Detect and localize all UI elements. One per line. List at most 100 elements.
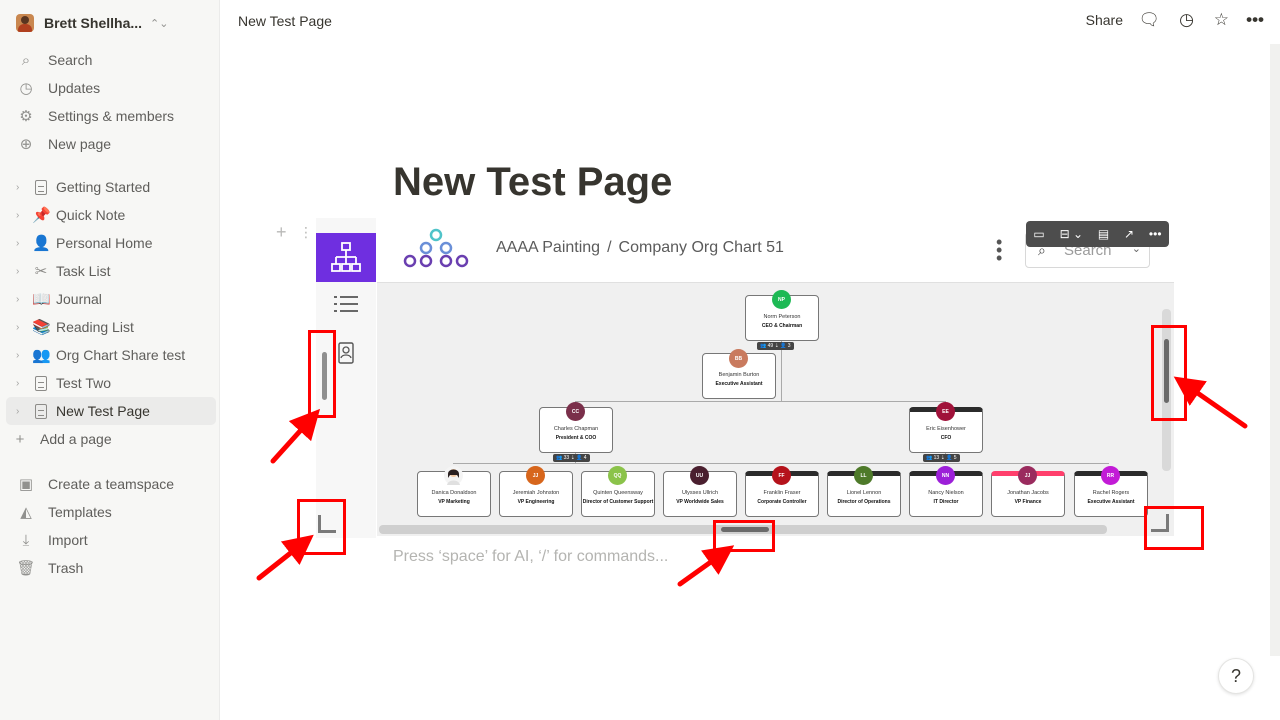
block-placeholder[interactable]: Press ‘space’ for AI, ‘/’ for commands..… [393, 548, 669, 565]
sidebar-item-settings[interactable]: ⚙ Settings & members [6, 102, 216, 130]
sidebar-item-create-teamspace[interactable]: ▣ Create a teamspace [6, 470, 216, 498]
org-chart-view-button[interactable] [316, 233, 376, 282]
page-scrollbar[interactable] [1270, 44, 1280, 656]
workspace-switcher[interactable]: Brett Shellha... ⌃⌄ [16, 10, 168, 36]
chevron-updown-icon: ⌃⌄ [150, 17, 169, 30]
star-icon[interactable]: ☆ [1213, 10, 1229, 29]
avatar: CC [566, 402, 585, 421]
sidebar-item-label: Trash [48, 560, 84, 576]
avatar: JJ [1018, 466, 1037, 485]
trash-icon: 🗑 [16, 560, 36, 577]
breadcrumb[interactable]: New Test Page [238, 13, 332, 29]
card-title: CFO [940, 435, 952, 441]
sidebar-item-templates[interactable]: ◭ Templates [6, 498, 216, 526]
chevron-right-icon[interactable]: › [16, 265, 20, 277]
card-name: Rachel Rogers [1092, 490, 1130, 496]
search-icon: ⌕ [1038, 242, 1046, 258]
sidebar-page-quick-note[interactable]: › 📌 Quick Note [6, 201, 216, 229]
comment-icon[interactable]: 🗨 [1138, 10, 1160, 29]
embed-menu-icon[interactable]: ••• [996, 232, 1003, 268]
chevron-down-icon[interactable]: ⌄ [1131, 243, 1141, 255]
org-chart-canvas[interactable]: Norm Peterson CEO & Chairman NP 👥 49 ⇣ 👤… [377, 282, 1174, 536]
topbar: New Test Page Share 🗨 ◷ ☆ ••• [220, 0, 1280, 44]
chevron-right-icon[interactable]: › [16, 377, 20, 389]
chevron-right-icon[interactable]: › [16, 181, 20, 193]
horizontal-scrollbar-thumb[interactable] [721, 527, 769, 532]
avatar-photo [444, 466, 463, 485]
sidebar-page-org-chart-share-test[interactable]: › 👥 Org Chart Share test [6, 341, 216, 369]
embed-resize-handle-left[interactable] [322, 352, 327, 400]
sidebar-item-search[interactable]: ⌕ Search [6, 46, 216, 74]
list-view-icon[interactable] [334, 295, 358, 313]
sidebar-page-personal-home[interactable]: › 👤 Personal Home [6, 229, 216, 257]
count-a: 33 [563, 455, 570, 461]
card-title: Executive Assistant [715, 381, 763, 387]
count-b: 3 [787, 343, 791, 349]
sidebar-page-new-test-page[interactable]: › New Test Page [6, 397, 216, 425]
people-icon: 👥 [32, 347, 51, 364]
sidebar-item-trash[interactable]: 🗑 Trash [6, 554, 216, 582]
chevron-right-icon[interactable]: › [16, 237, 20, 249]
caption-icon[interactable]: ▤ [1097, 227, 1110, 241]
card-name: Eric Eisenhower [926, 426, 966, 432]
card-name: Charles Chapman [553, 426, 599, 432]
sidebar-item-import[interactable]: ⤓ Import [6, 526, 216, 554]
sidebar-item-label: Create a teamspace [48, 476, 175, 492]
report-count[interactable]: 👥 49 ⇣ 👤 3 [757, 342, 794, 350]
embed-resize-corner-right[interactable] [1151, 514, 1169, 532]
comment-icon[interactable]: ▭ [1033, 227, 1045, 241]
sidebar-page-task-list[interactable]: › ✂ Task List [6, 257, 216, 285]
share-button[interactable]: Share [1085, 12, 1123, 28]
avatar: QQ [608, 466, 627, 485]
report-count[interactable]: 👥 13 ⇣ 👤 5 [923, 454, 960, 462]
shapes-icon: ◭ [20, 504, 32, 521]
plus-icon: + [15, 430, 25, 448]
more-icon[interactable]: ••• [1246, 10, 1264, 29]
search-icon: ⌕ [21, 51, 31, 69]
chevron-right-icon[interactable]: › [16, 293, 20, 305]
align-icon[interactable]: ⊟ ⌄ [1059, 227, 1084, 241]
connector-line [781, 341, 782, 401]
card-name: Danica Donaldson [431, 490, 477, 496]
help-button[interactable]: ? [1218, 658, 1254, 694]
breadcrumb-org[interactable]: AAAA Painting [496, 239, 601, 256]
sidebar-item-label: Test Two [56, 375, 111, 391]
sidebar-page-journal[interactable]: › 📖 Journal [6, 285, 216, 313]
breadcrumb-chart[interactable]: Company Org Chart 51 [618, 239, 784, 256]
sidebar-page-getting-started[interactable]: › Getting Started [6, 173, 216, 201]
embed-resize-corner-left[interactable] [318, 515, 336, 533]
sidebar-add-page[interactable]: + Add a page [6, 425, 216, 453]
page-title[interactable]: New Test Page [393, 160, 673, 204]
history-icon[interactable]: ◷ [1179, 10, 1194, 29]
card-title: VP Finance [1014, 499, 1042, 505]
open-external-icon[interactable]: ↗ [1124, 227, 1135, 241]
plus-circle-icon: ⊕ [19, 136, 33, 153]
sidebar-page-reading-list[interactable]: › 📚 Reading List [6, 313, 216, 341]
sidebar-item-updates[interactable]: ◷ Updates [6, 74, 216, 102]
sidebar-page-test-two[interactable]: › Test Two [6, 369, 216, 397]
count-b: 5 [953, 455, 957, 461]
card-title: VP Engineering [517, 499, 555, 505]
card-name: Nancy Nielson [928, 490, 964, 496]
annotation-box [308, 330, 336, 418]
more-icon[interactable]: ••• [1148, 227, 1162, 241]
vertical-scrollbar-thumb[interactable] [1164, 339, 1169, 403]
sidebar-item-label: Updates [48, 80, 101, 96]
sidebar-item-new-page[interactable]: ⊕ New page [6, 130, 216, 158]
card-title: VP Worldwide Sales [676, 499, 724, 505]
scissors-icon: ✂ [34, 263, 48, 280]
card-title: Executive Assistant [1087, 499, 1135, 505]
chevron-right-icon[interactable]: › [16, 209, 20, 221]
profile-view-icon[interactable] [338, 342, 354, 364]
chevron-right-icon[interactable]: › [16, 321, 20, 333]
books-icon: 📚 [32, 319, 51, 336]
chevron-right-icon[interactable]: › [16, 405, 20, 417]
card-title: VP Marketing [438, 499, 470, 505]
annotation-box [1151, 325, 1187, 421]
sidebar-item-label: Add a page [40, 431, 112, 447]
chevron-right-icon[interactable]: › [16, 349, 20, 361]
report-count[interactable]: 👥 33 ⇣ 👤 4 [553, 454, 590, 462]
annotation-box [297, 499, 346, 555]
add-block-icon[interactable]: + [276, 222, 287, 242]
document-icon [32, 179, 50, 196]
